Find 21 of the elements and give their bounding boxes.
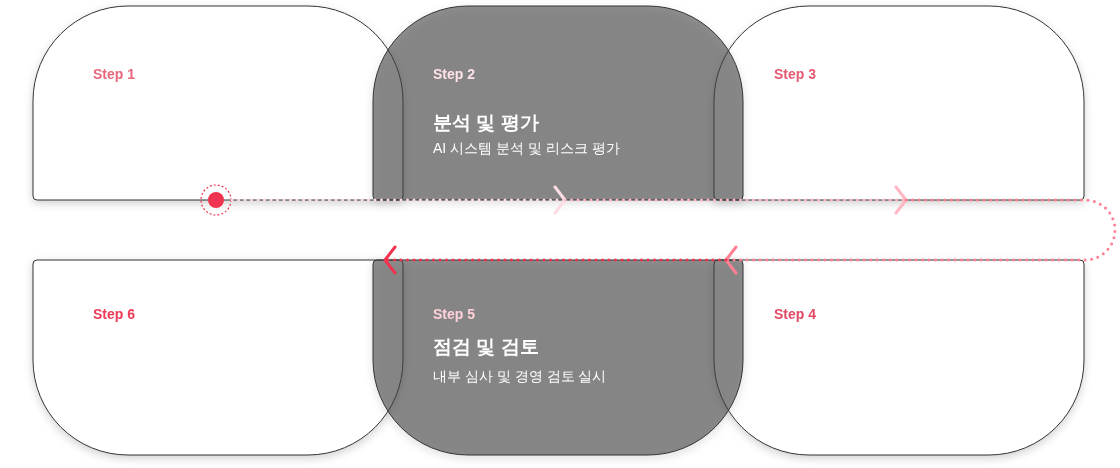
step-label: Step 2 [433,66,475,82]
step-description: 내부 심사 및 경영 검토 실시 [433,368,607,386]
step-label: Step 6 [93,306,135,322]
step-card [33,260,403,455]
dotted-arrow [383,245,728,275]
step-card [373,260,743,455]
step-card [714,6,1084,200]
step-card [373,6,743,200]
start-dot [200,184,232,216]
dotted-arrow [230,185,567,215]
step-card [33,6,403,200]
step-title: 분석 및 평가 [433,111,539,135]
step-label: Step 4 [774,306,816,322]
step-label: Step 5 [433,306,475,322]
dotted-arrow [563,185,908,215]
dotted-arrow [724,198,1117,275]
step-title: 점검 및 검토 [433,335,539,359]
step-label: Step 1 [93,66,135,82]
step-label: Step 3 [774,66,816,82]
step-description: AI 시스템 분석 및 리스크 평가 [433,140,620,158]
step-card [714,260,1084,455]
